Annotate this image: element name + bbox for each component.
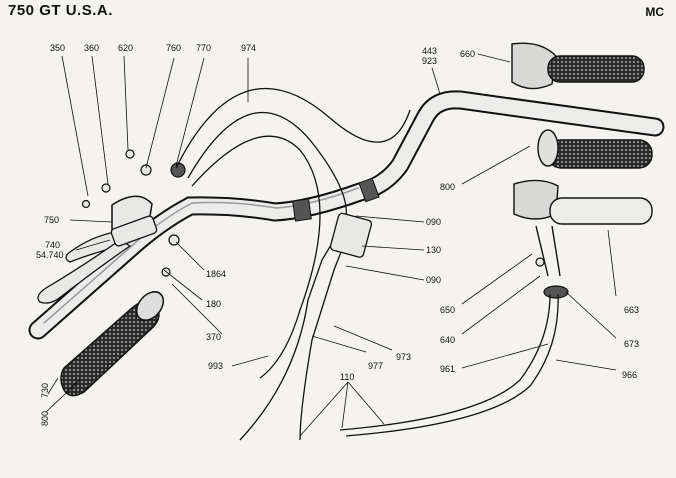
part-label-961: 961 — [440, 364, 455, 374]
part-label-800-right: 800 — [440, 182, 455, 192]
part-label-760: 760 — [166, 43, 181, 53]
part-label-740: 740 — [45, 240, 60, 250]
part-label-730: 730 — [40, 383, 50, 398]
part-label-640: 640 — [440, 335, 455, 345]
part-label-966: 966 — [622, 370, 637, 380]
part-label-350: 350 — [50, 43, 65, 53]
part-label-663: 663 — [624, 305, 639, 315]
sheet-code: MC — [645, 5, 664, 19]
part-label-370: 370 — [206, 332, 221, 342]
part-label-443: 443 — [422, 46, 437, 56]
part-label-750: 750 — [44, 215, 59, 225]
part-label-130: 130 — [426, 245, 441, 255]
part-label-1864: 1864 — [206, 269, 226, 279]
right-throttle-icon — [511, 42, 653, 299]
part-label-180: 180 — [206, 299, 221, 309]
part-label-650: 650 — [440, 305, 455, 315]
cable-icon — [175, 87, 559, 441]
part-label-770: 770 — [196, 43, 211, 53]
part-label-620: 620 — [118, 43, 133, 53]
handlebar-icon — [28, 90, 665, 340]
part-label-54740: 54.740 — [36, 250, 64, 260]
part-label-090-top: 090 — [426, 217, 441, 227]
left-grip-icon — [60, 291, 165, 397]
part-label-673: 673 — [624, 339, 639, 349]
leader-lines — [45, 53, 617, 437]
part-labels: 350 360 620 760 770 974 443 923 660 750 … — [36, 43, 639, 426]
part-label-090-bottom: 090 — [426, 275, 441, 285]
part-label-973: 973 — [396, 352, 411, 362]
part-label-110: 110 — [340, 372, 354, 382]
part-label-974: 974 — [241, 43, 256, 53]
clutch-lever-icon — [37, 149, 186, 304]
part-label-977: 977 — [368, 361, 383, 371]
page-title: 750 GT U.S.A. — [8, 2, 113, 19]
part-label-993: 993 — [208, 361, 223, 371]
part-label-660: 660 — [460, 49, 475, 59]
part-label-923: 923 — [422, 56, 437, 66]
part-label-800-left: 800 — [40, 411, 50, 426]
part-label-360: 360 — [84, 43, 99, 53]
